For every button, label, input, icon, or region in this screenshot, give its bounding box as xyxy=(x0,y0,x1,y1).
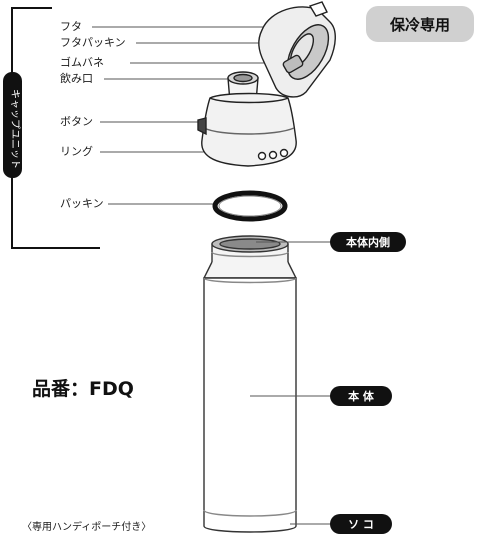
cap-illustration xyxy=(197,1,336,167)
pill-inner xyxy=(330,232,406,252)
cap-unit-pill xyxy=(3,72,22,178)
pill-bottom xyxy=(330,514,392,534)
label-ring: リング xyxy=(60,144,93,158)
label-gomu-bane: ゴムバネ xyxy=(60,55,104,69)
cap-unit-label: キャップユニット xyxy=(9,89,21,169)
label-inner: 本体内側 xyxy=(346,235,390,249)
label-futa: フタ xyxy=(60,20,82,33)
bottle-illustration xyxy=(202,235,298,533)
pouch-note: 〈専用ハンディポーチ付き〉 xyxy=(22,520,151,533)
label-packing: パッキン xyxy=(60,197,104,210)
label-button: ボタン xyxy=(60,115,93,128)
lid-illustration xyxy=(258,1,336,98)
packing-ring-illustration xyxy=(212,190,288,222)
label-futa-packing: フタパッキン xyxy=(60,36,126,49)
label-bottom: ソ コ xyxy=(348,518,374,531)
badge-background xyxy=(366,6,474,42)
body-labels: 本体内側 本 体 ソ コ xyxy=(250,232,406,534)
cap-body-illustration xyxy=(197,92,297,167)
model-number: 品番：FDQ xyxy=(32,378,134,400)
badge: 保冷専用 xyxy=(366,6,474,42)
pill-body xyxy=(330,386,392,406)
badge-text: 保冷専用 xyxy=(389,16,450,34)
label-nomikuchi: 飲み口 xyxy=(60,71,93,85)
label-body: 本 体 xyxy=(348,389,375,403)
cap-unit-bracket: キャップユニット xyxy=(3,7,100,249)
